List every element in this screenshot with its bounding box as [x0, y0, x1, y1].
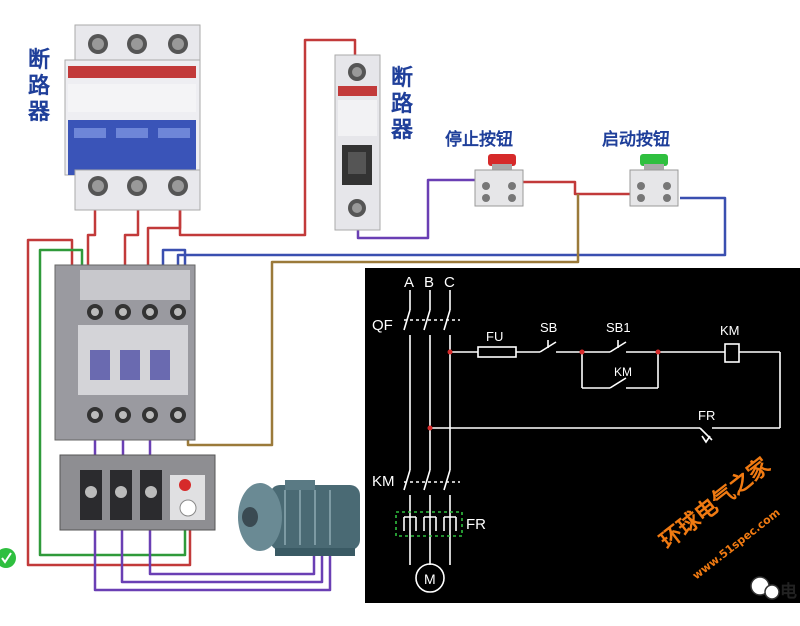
wechat-icon — [750, 576, 780, 600]
breaker-right-label: 断路器 — [390, 66, 413, 143]
breaker-1p — [334, 54, 381, 231]
wire-purple-m3 — [148, 520, 316, 576]
wire-blue-top — [176, 196, 727, 275]
wire-red-l2 — [123, 200, 140, 275]
wire-purple-m1 — [93, 520, 332, 592]
wire-red-top — [178, 38, 357, 237]
label-km-coil: KM — [720, 323, 740, 338]
schematic-lines — [395, 290, 781, 593]
wire-purple-m2 — [120, 520, 324, 584]
wire-brown — [186, 194, 580, 447]
wire-red-ctrl — [520, 180, 630, 196]
breaker-3p — [64, 24, 201, 211]
wire-red-l3 — [146, 200, 182, 275]
label-sb1: SB1 — [606, 320, 631, 335]
overload-relay-device — [59, 454, 216, 531]
label-fr-contact: FR — [698, 408, 715, 423]
breaker-left-label: 断路器 — [27, 48, 50, 125]
label-motor: M — [424, 571, 436, 587]
label-fr-heater: FR — [466, 516, 486, 533]
stop-button-device — [474, 154, 524, 207]
watermark-wechat-char: 电 — [780, 582, 797, 602]
label-sb: SB — [540, 320, 557, 335]
label-phase-a: A — [404, 274, 414, 291]
schematic-nodes — [427, 349, 661, 431]
wire-red-l1 — [86, 200, 97, 275]
wire-blue-short — [161, 248, 187, 275]
motor-device — [238, 480, 360, 556]
label-km-aux: KM — [614, 365, 632, 379]
wire-red-outer — [26, 238, 192, 567]
label-km-main: KM — [372, 473, 395, 490]
start-button-label: 启动按钮 — [602, 130, 670, 150]
schematic-panel — [365, 268, 800, 603]
label-phase-c: C — [444, 274, 455, 291]
label-fu: FU — [486, 329, 503, 344]
contactor-device — [54, 264, 196, 441]
start-button-device — [629, 154, 679, 207]
stop-button-label: 停止按钮 — [445, 130, 513, 150]
label-phase-b: B — [424, 274, 434, 291]
label-qf: QF — [372, 317, 393, 334]
wire-green-outer — [38, 248, 187, 557]
